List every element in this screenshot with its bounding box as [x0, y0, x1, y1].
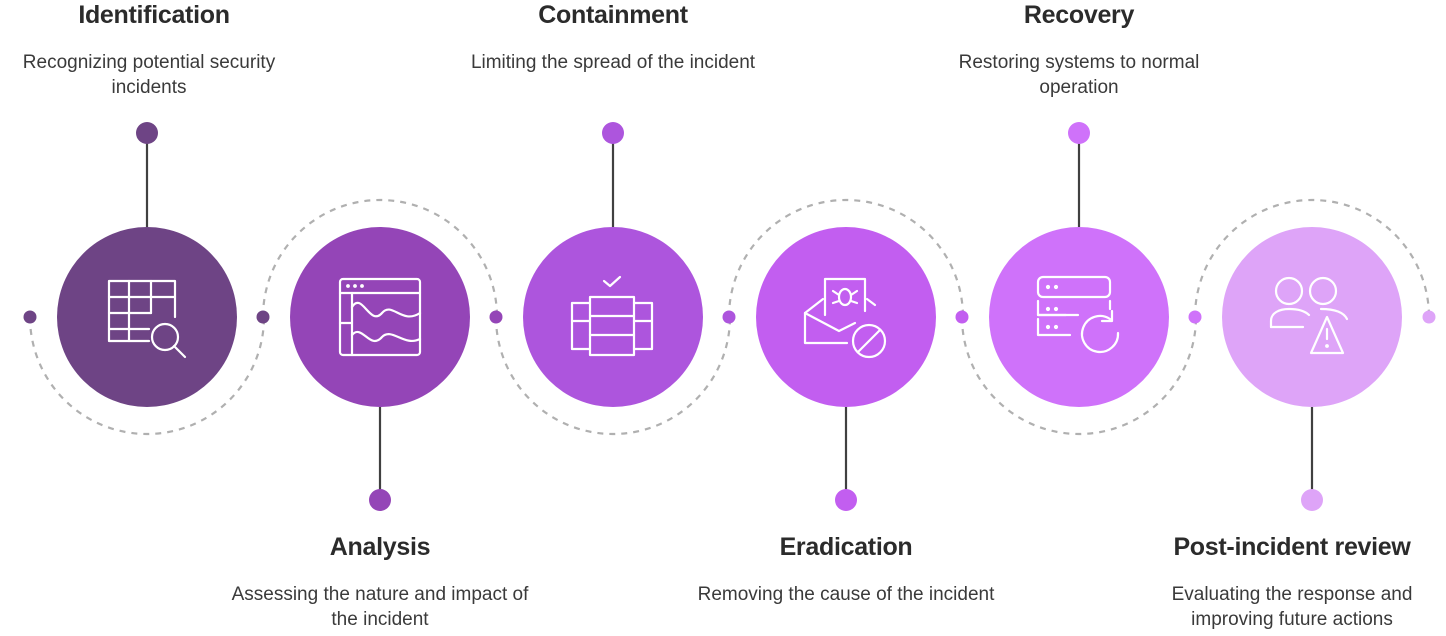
step-title: Identification — [78, 1, 230, 29]
leader-lines — [136, 122, 1323, 511]
dashed-connectors — [28, 198, 1431, 436]
database-check-icon — [570, 275, 654, 357]
connector-dot — [955, 310, 969, 324]
table-search-icon — [107, 279, 187, 359]
dashed-arc — [1193, 198, 1431, 318]
step-title: Recovery — [1023, 1, 1135, 29]
step-title: Containment — [538, 1, 688, 29]
step-description: Restoring systems to normal operation — [958, 52, 1200, 98]
leader-end-dot — [602, 122, 624, 144]
connector-dot — [489, 310, 503, 324]
leader-end-dot — [369, 489, 391, 511]
step-description: Removing the cause of the incident — [697, 584, 995, 605]
step-circle — [1222, 227, 1402, 407]
connector-dots — [23, 310, 1436, 324]
connector-dot — [256, 310, 270, 324]
connector-dot — [23, 310, 37, 324]
leader-end-dot — [1068, 122, 1090, 144]
users-warning-icon — [1269, 276, 1349, 355]
dashed-arc — [261, 198, 499, 318]
step-description: Evaluating the response and improving fu… — [1171, 584, 1413, 630]
chart-window-icon — [338, 277, 422, 357]
server-refresh-icon — [1036, 275, 1120, 354]
connector-dot — [1188, 310, 1202, 324]
step-description: Recognizing potential security incidents — [22, 52, 276, 98]
dashed-arc — [494, 316, 732, 436]
step-title: Post-incident review — [1173, 533, 1411, 561]
connector-dot — [722, 310, 736, 324]
leader-end-dot — [835, 489, 857, 511]
step-title: Analysis — [329, 533, 431, 561]
step-description: Limiting the spread of the incident — [470, 52, 756, 73]
step-circles — [57, 227, 1402, 407]
step-description: Assessing the nature and impact of the i… — [231, 584, 529, 630]
step-circle — [57, 227, 237, 407]
connector-dot — [1422, 310, 1436, 324]
mail-bug-block-icon — [803, 277, 887, 359]
dashed-arc — [28, 316, 266, 436]
step-circle — [756, 227, 936, 407]
dashed-arc — [960, 316, 1198, 436]
step-title: Eradication — [779, 533, 913, 561]
dashed-arc — [727, 198, 965, 318]
leader-end-dot — [136, 122, 158, 144]
step-circle — [989, 227, 1169, 407]
step-circle — [290, 227, 470, 407]
leader-end-dot — [1301, 489, 1323, 511]
